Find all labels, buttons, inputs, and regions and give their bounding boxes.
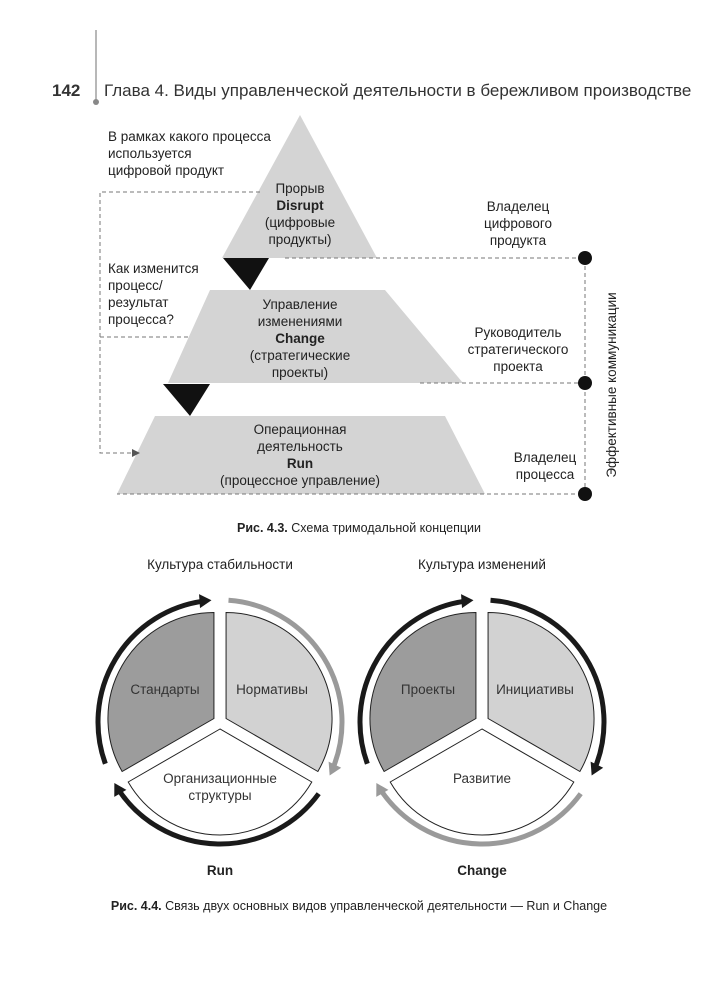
question-line: процесс/ (108, 278, 163, 293)
arrow-head-icon (590, 761, 604, 776)
segment-dark (369, 611, 477, 773)
segment-label: структуры (188, 788, 251, 803)
owner-line: стратегического (468, 342, 569, 357)
arrow-head-icon (328, 761, 342, 776)
cycle-arrow (116, 788, 321, 847)
caption-label: Рис. 4.4. (111, 899, 162, 913)
arrow-head-icon (376, 783, 389, 797)
change-label: Change (457, 863, 507, 878)
arrow-head-icon (132, 449, 140, 457)
owner-line: процесса (516, 467, 575, 482)
change-culture-title: Культура изменений (418, 557, 546, 572)
page-number: 142 (52, 81, 80, 100)
trimodal-diagram: В рамках какого процесса используется ци… (99, 115, 619, 501)
chapter-title: Глава 4. Виды управленческой деятельност… (104, 81, 691, 100)
pyramid-level-run (117, 416, 485, 494)
segment-label: Организационные (163, 771, 277, 786)
node-dot (578, 376, 592, 390)
arrow-head-icon (199, 594, 212, 609)
cycle-arrow (95, 598, 204, 765)
owner-line: Владелец (487, 199, 550, 214)
caption-text: Связь двух основных видов управленческой… (162, 899, 607, 913)
caption-text: Схема тримодальной концепции (288, 521, 481, 535)
header-rule-dot (93, 99, 99, 105)
segment-dark (107, 611, 215, 773)
caption-label: Рис. 4.3. (237, 521, 288, 535)
arrow-head-icon (461, 594, 474, 609)
level-line: продукты) (268, 232, 331, 247)
level-line: Операционная (254, 422, 347, 437)
owner-line: Владелец (514, 450, 577, 465)
level-name: Change (275, 331, 325, 346)
cycle-arrow (228, 597, 345, 769)
segment-white (127, 728, 313, 836)
level-line: изменениями (258, 314, 343, 329)
run-culture-title: Культура стабильности (147, 557, 293, 572)
segment-label: Стандарты (130, 682, 199, 697)
owner-line: продукта (490, 233, 547, 248)
owner-labels: Владелец цифрового продукта Руководитель… (468, 199, 577, 482)
level-name: Run (287, 456, 313, 471)
question-line: В рамках какого процесса (108, 129, 271, 144)
cycle-diagrams (95, 594, 607, 847)
arrow-head-icon (114, 783, 127, 797)
node-dot (578, 251, 592, 265)
figure-4-4-caption: Рис. 4.4. Связь двух основных видов упра… (111, 899, 607, 913)
level-line: Управление (262, 297, 337, 312)
level-disrupt-label: Прорыв Disrupt (цифровые продукты) (265, 181, 335, 247)
segment-label: Инициативы (496, 682, 574, 697)
level-line: проекты) (272, 365, 328, 380)
level-line: (стратегические (250, 348, 350, 363)
question-line: Как изменится (108, 261, 199, 276)
level-run-label: Операционная деятельность Run (процессно… (220, 422, 380, 488)
down-triangle-marker (223, 258, 269, 290)
pyramid-level-change (168, 290, 463, 383)
level-name: Disrupt (276, 198, 324, 213)
segment-label: Проекты (401, 682, 455, 697)
pyramid-level-disrupt (222, 115, 377, 258)
level-change-label: Управление изменениями Change (стратегич… (250, 297, 350, 380)
node-dot (578, 487, 592, 501)
figure-4-3-caption: Рис. 4.3. Схема тримодальной концепции (237, 521, 481, 535)
question-line: используется (108, 146, 192, 161)
side-label: Эффективные коммуникации (604, 292, 619, 477)
segment-light (487, 611, 595, 773)
level-line: деятельность (257, 439, 343, 454)
owner-line: цифрового (484, 216, 552, 231)
down-triangle-marker (163, 384, 210, 416)
segment-labels: Стандарты Нормативы Организационные стру… (130, 682, 574, 803)
question-line: результат (108, 295, 169, 310)
cycle-arrow (378, 788, 583, 847)
cycle-arrow (490, 597, 607, 769)
level-line: (процессное управление) (220, 473, 380, 488)
segment-white (389, 728, 575, 836)
question-middle: Как изменится процесс/ результат процесс… (108, 261, 199, 327)
question-line: цифровой продукт (108, 163, 224, 178)
cycle-arrow (357, 598, 466, 765)
segment-label: Развитие (453, 771, 511, 786)
question-line: процесса? (108, 312, 174, 327)
segment-light (225, 611, 333, 773)
level-line: (цифровые (265, 215, 335, 230)
owner-line: Руководитель (475, 325, 562, 340)
owner-line: проекта (493, 359, 543, 374)
segment-label: Нормативы (236, 682, 308, 697)
level-line: Прорыв (275, 181, 324, 196)
run-label: Run (207, 863, 233, 878)
question-top: В рамках какого процесса используется ци… (108, 129, 271, 178)
dashed-connectors (99, 191, 586, 495)
